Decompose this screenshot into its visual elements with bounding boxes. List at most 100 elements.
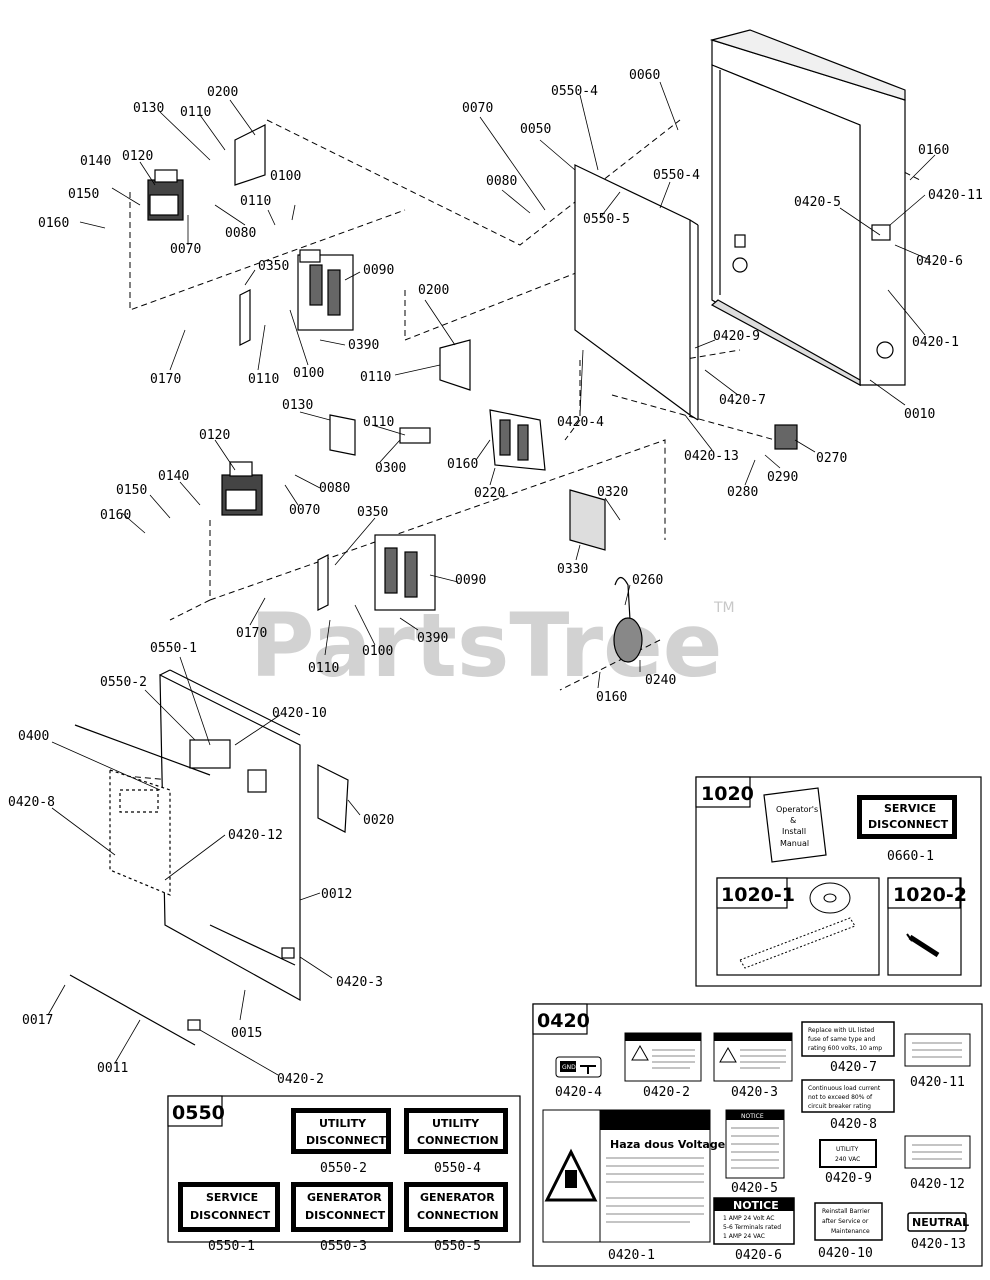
label-service-disconnect: SERVICE DISCONNECT 0550-1: [178, 1182, 280, 1254]
label-0420-12: 0420-12: [904, 1135, 971, 1192]
l10-line-3: Maintenance: [831, 1228, 870, 1235]
caption-0420-9: 0420-9: [825, 1171, 872, 1186]
label-0550-1-line-2: DISCONNECT: [190, 1209, 271, 1222]
callouts: 0200 0130 0110 0120 0140 0150 0160 0070 …: [8, 68, 983, 1087]
label-notice-6: NOTICE 1 AMP 24 Volt AC 5-6 Terminals ra…: [713, 1197, 795, 1263]
callout-0550-4-b: 0550-4: [653, 168, 700, 183]
label-warning-2: 0420-2: [624, 1032, 702, 1100]
callout-0550-2: 0550-2: [100, 675, 147, 690]
callout-0170: 0170: [150, 372, 181, 387]
l9-line-1: UTILITY: [836, 1146, 859, 1153]
manual-line-2: &: [790, 816, 796, 825]
callout-0012: 0012: [321, 887, 352, 902]
switch-upper: [147, 169, 184, 221]
callout-0140-b: 0140: [158, 469, 189, 484]
panel-0020: [317, 764, 349, 833]
callout-0260: 0260: [632, 573, 663, 588]
callout-0170-b: 0170: [236, 626, 267, 641]
plate-upper: [239, 289, 251, 346]
label-hazardous-voltage: Haza dous Voltage 0420-1: [542, 1109, 725, 1263]
circuit-board: [569, 489, 606, 551]
bracket-mid: [439, 339, 471, 391]
callout-0420-13: 0420-13: [684, 449, 739, 464]
label-0550-3-line-1: GENERATOR: [307, 1191, 382, 1204]
callout-0420-8: 0420-8: [8, 795, 55, 810]
callout-0160: 0160: [38, 216, 69, 231]
tab-0420-2: [187, 1019, 201, 1031]
callout-0390-b: 0390: [417, 631, 448, 646]
callout-0090: 0090: [363, 263, 394, 278]
label-0550-4-line-1: UTILITY: [432, 1117, 480, 1130]
callout-0160-d: 0160: [100, 508, 131, 523]
callout-0110-f: 0110: [308, 661, 339, 676]
caption-0420-6: 0420-6: [735, 1248, 782, 1263]
l8-line-3: circuit breaker rating: [808, 1103, 871, 1110]
l6-line-2: 5-6 Terminals rated: [723, 1224, 781, 1231]
caption-0420-5: 0420-5: [731, 1181, 778, 1196]
callout-0550-1: 0550-1: [150, 641, 197, 656]
leader-lines: [47, 81, 936, 1076]
label-0550-5-code: 0550-5: [434, 1239, 481, 1254]
callout-0017: 0017: [22, 1013, 53, 1028]
inner-panel: [109, 769, 171, 896]
caption-0420-1: 0420-1: [608, 1248, 655, 1263]
callout-0420-11: 0420-11: [928, 188, 983, 203]
label-0550-3-code: 0550-3: [320, 1239, 367, 1254]
caption-0420-8: 0420-8: [830, 1117, 877, 1132]
callout-0420-3: 0420-3: [336, 975, 383, 990]
callout-0080-c: 0080: [319, 481, 350, 496]
callout-0070: 0070: [170, 242, 201, 257]
label-ground: GND 0420-4: [555, 1056, 602, 1100]
callout-0420-5: 0420-5: [794, 195, 841, 210]
caption-0420-3: 0420-3: [731, 1085, 778, 1100]
callout-0070-c: 0070: [289, 503, 320, 518]
callout-0150-b: 0150: [116, 483, 147, 498]
callout-0010: 0010: [904, 407, 935, 422]
service-label-code: 0660-1: [887, 849, 934, 864]
caption-0420-10: 0420-10: [818, 1246, 873, 1261]
service-disconnect-label: SERVICE DISCONNECT 0660-1: [857, 795, 957, 864]
label-continuous-load: Continuous load current not to exceed 80…: [801, 1079, 895, 1132]
label-0550-3-line-2: DISCONNECT: [305, 1209, 386, 1222]
callout-0220: 0220: [474, 486, 505, 501]
l7-line-1: Replace with UL listed: [808, 1027, 874, 1034]
callout-0550-5: 0550-5: [583, 212, 630, 227]
manual-line-3: Install: [782, 827, 806, 836]
l6-line-3: 1 AMP 24 VAC: [723, 1233, 765, 1240]
callout-0420-7: 0420-7: [719, 393, 766, 408]
callout-0015: 0015: [231, 1026, 262, 1041]
callout-0090-b: 0090: [455, 573, 486, 588]
plate-lower: [317, 554, 329, 611]
l8-line-1: Continuous load current: [808, 1085, 881, 1092]
hazard-title: Haza dous Voltage: [610, 1138, 725, 1151]
terminal-block: [489, 409, 546, 471]
contactor-lower: [374, 534, 436, 611]
box-1020-1-header: 1020-1: [721, 884, 795, 906]
parts-art: [69, 29, 906, 1046]
callout-0110-d: 0110: [360, 370, 391, 385]
label-notice-5: NOTICE 0420-5: [725, 1109, 785, 1196]
label-reinstall-barrier: Reinstall Barrier after Service or Maint…: [814, 1202, 883, 1261]
callout-0200: 0200: [207, 85, 238, 100]
notice-6-text: NOTICE: [733, 1199, 779, 1212]
watermark-tm: TM: [713, 600, 735, 616]
callout-0160-e: 0160: [596, 690, 627, 705]
l9-line-2: 240 VAC: [835, 1156, 860, 1163]
bracket-upper: [234, 124, 266, 186]
enclosure: [709, 29, 906, 387]
contactor-upper: [297, 249, 354, 331]
callout-0060: 0060: [629, 68, 660, 83]
callout-0110: 0110: [180, 105, 211, 120]
callout-0080: 0080: [225, 226, 256, 241]
label-0550-2-line-1: UTILITY: [319, 1117, 367, 1130]
label-utility-connection: UTILITY CONNECTION 0550-4: [404, 1108, 508, 1176]
switch-lower: [221, 461, 263, 516]
gnd-text: GND: [562, 1064, 576, 1071]
l7-line-3: rating 600 volts, 10 amp: [808, 1045, 882, 1052]
caption-0420-13: 0420-13: [911, 1237, 966, 1252]
label-fuse-replacement: Replace with UL listed fuse of same type…: [801, 1021, 895, 1075]
callout-0420-4: 0420-4: [557, 415, 604, 430]
callout-0240: 0240: [645, 673, 676, 688]
label-utility-240vac: UTILITY 240 VAC 0420-9: [819, 1139, 877, 1186]
